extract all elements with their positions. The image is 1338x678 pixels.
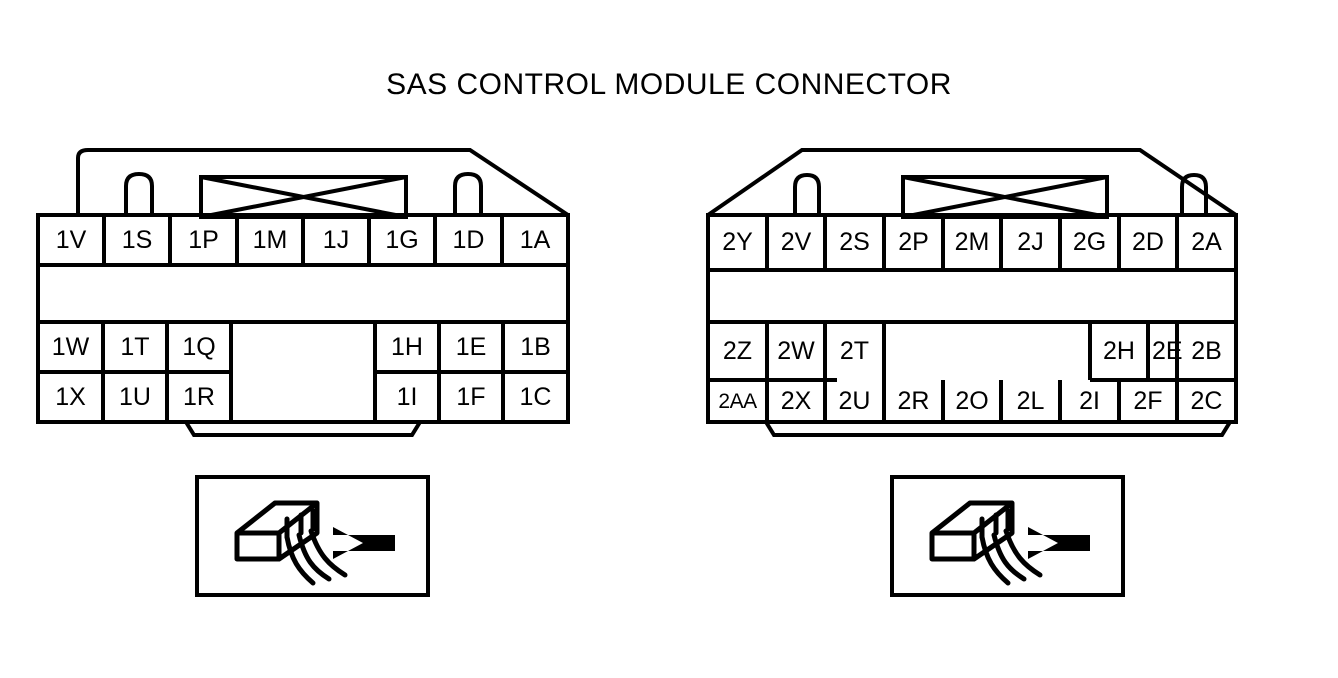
pin-cell[interactable]: 1I [396,382,418,411]
left-connector: 1V 1S 1P 1M 1J 1G 1D 1A 1W 1T 1Q 1H 1E 1… [0,0,620,460]
arrow-icon [333,527,395,559]
bottom-tab-left [182,420,424,437]
pin-cell[interactable]: 1M [252,225,288,254]
pin-cell[interactable]: 2AA [718,389,757,413]
pin-cell[interactable]: 2W [777,336,815,365]
pin-cell[interactable]: 2D [1132,228,1164,256]
pin-cell[interactable]: 2H [1103,336,1135,365]
keyed-box-cross [902,175,1108,219]
pin-cell[interactable]: 2F [1133,386,1163,415]
bottom-tab-right [762,420,1234,437]
pin-cell[interactable]: 2U [838,386,871,415]
right-connector: 2Y 2V 2S 2P 2M 2J 2G 2D 2A 2Z 2W 2T 2H 2… [690,0,1310,460]
pin-cell[interactable]: 1B [520,332,551,361]
pin-cell[interactable]: 2I [1079,386,1100,415]
pin-cell[interactable]: 2Y [722,228,753,256]
locking-post-right [453,171,483,215]
right-connector-outline [706,148,1238,437]
pin-cell[interactable]: 2O [955,386,989,415]
pin-cell[interactable]: 2S [839,228,870,256]
shroud-outline-left [76,148,570,217]
page-title: SAS CONTROL MODULE CONNECTOR [386,68,952,101]
pin-cell[interactable]: 1C [519,382,552,411]
pin-cell[interactable]: 1U [119,382,151,411]
pin-cell[interactable]: 2A [1191,228,1222,256]
pin-cell[interactable]: 1S [121,225,153,254]
left-connector-outline [36,148,570,437]
pin-cell[interactable]: 1D [452,225,485,254]
pin-cell[interactable]: 1F [456,382,486,411]
pin-cell[interactable]: 2T [839,336,870,365]
pin-cell[interactable]: 1Q [182,332,216,361]
pin-cell[interactable]: 1V [55,225,87,254]
locking-post-left [124,171,154,215]
locking-post-right [1180,172,1208,215]
pin-cell[interactable]: 2X [780,386,812,415]
pin-cell[interactable]: 2P [898,228,929,256]
pin-cell[interactable]: 2E [1152,336,1183,365]
keyed-box-cross [200,175,407,219]
pin-cell[interactable]: 1E [455,332,487,361]
pin-cell[interactable]: 2V [780,228,812,256]
pin-cell[interactable]: 1X [55,382,86,411]
connector-photo-right [890,475,1125,597]
pin-cell[interactable]: 1T [120,332,150,361]
pin-cell[interactable]: 1R [183,382,215,411]
locking-post-left [793,172,821,215]
pin-cell[interactable]: 2C [1190,386,1223,415]
pin-cell[interactable]: 2Z [722,336,753,365]
pin-cell[interactable]: 1J [322,225,350,254]
pin-cell[interactable]: 2B [1191,336,1222,365]
pin-cell[interactable]: 2L [1016,386,1045,415]
pin-cell[interactable]: 1A [519,225,551,254]
arrow-icon [1028,527,1090,559]
connector-photo-left [195,475,430,597]
pin-cell[interactable]: 2R [897,386,930,415]
pin-cell[interactable]: 1W [51,332,90,361]
pin-cell[interactable]: 1G [385,225,419,254]
pin-cell[interactable]: 2G [1072,228,1107,256]
pin-cell[interactable]: 2J [1017,228,1044,256]
pin-cell[interactable]: 2M [954,228,990,256]
shroud-outline-right [706,148,1238,217]
pin-cell[interactable]: 1P [188,225,219,254]
pin-cell[interactable]: 1H [391,332,423,361]
